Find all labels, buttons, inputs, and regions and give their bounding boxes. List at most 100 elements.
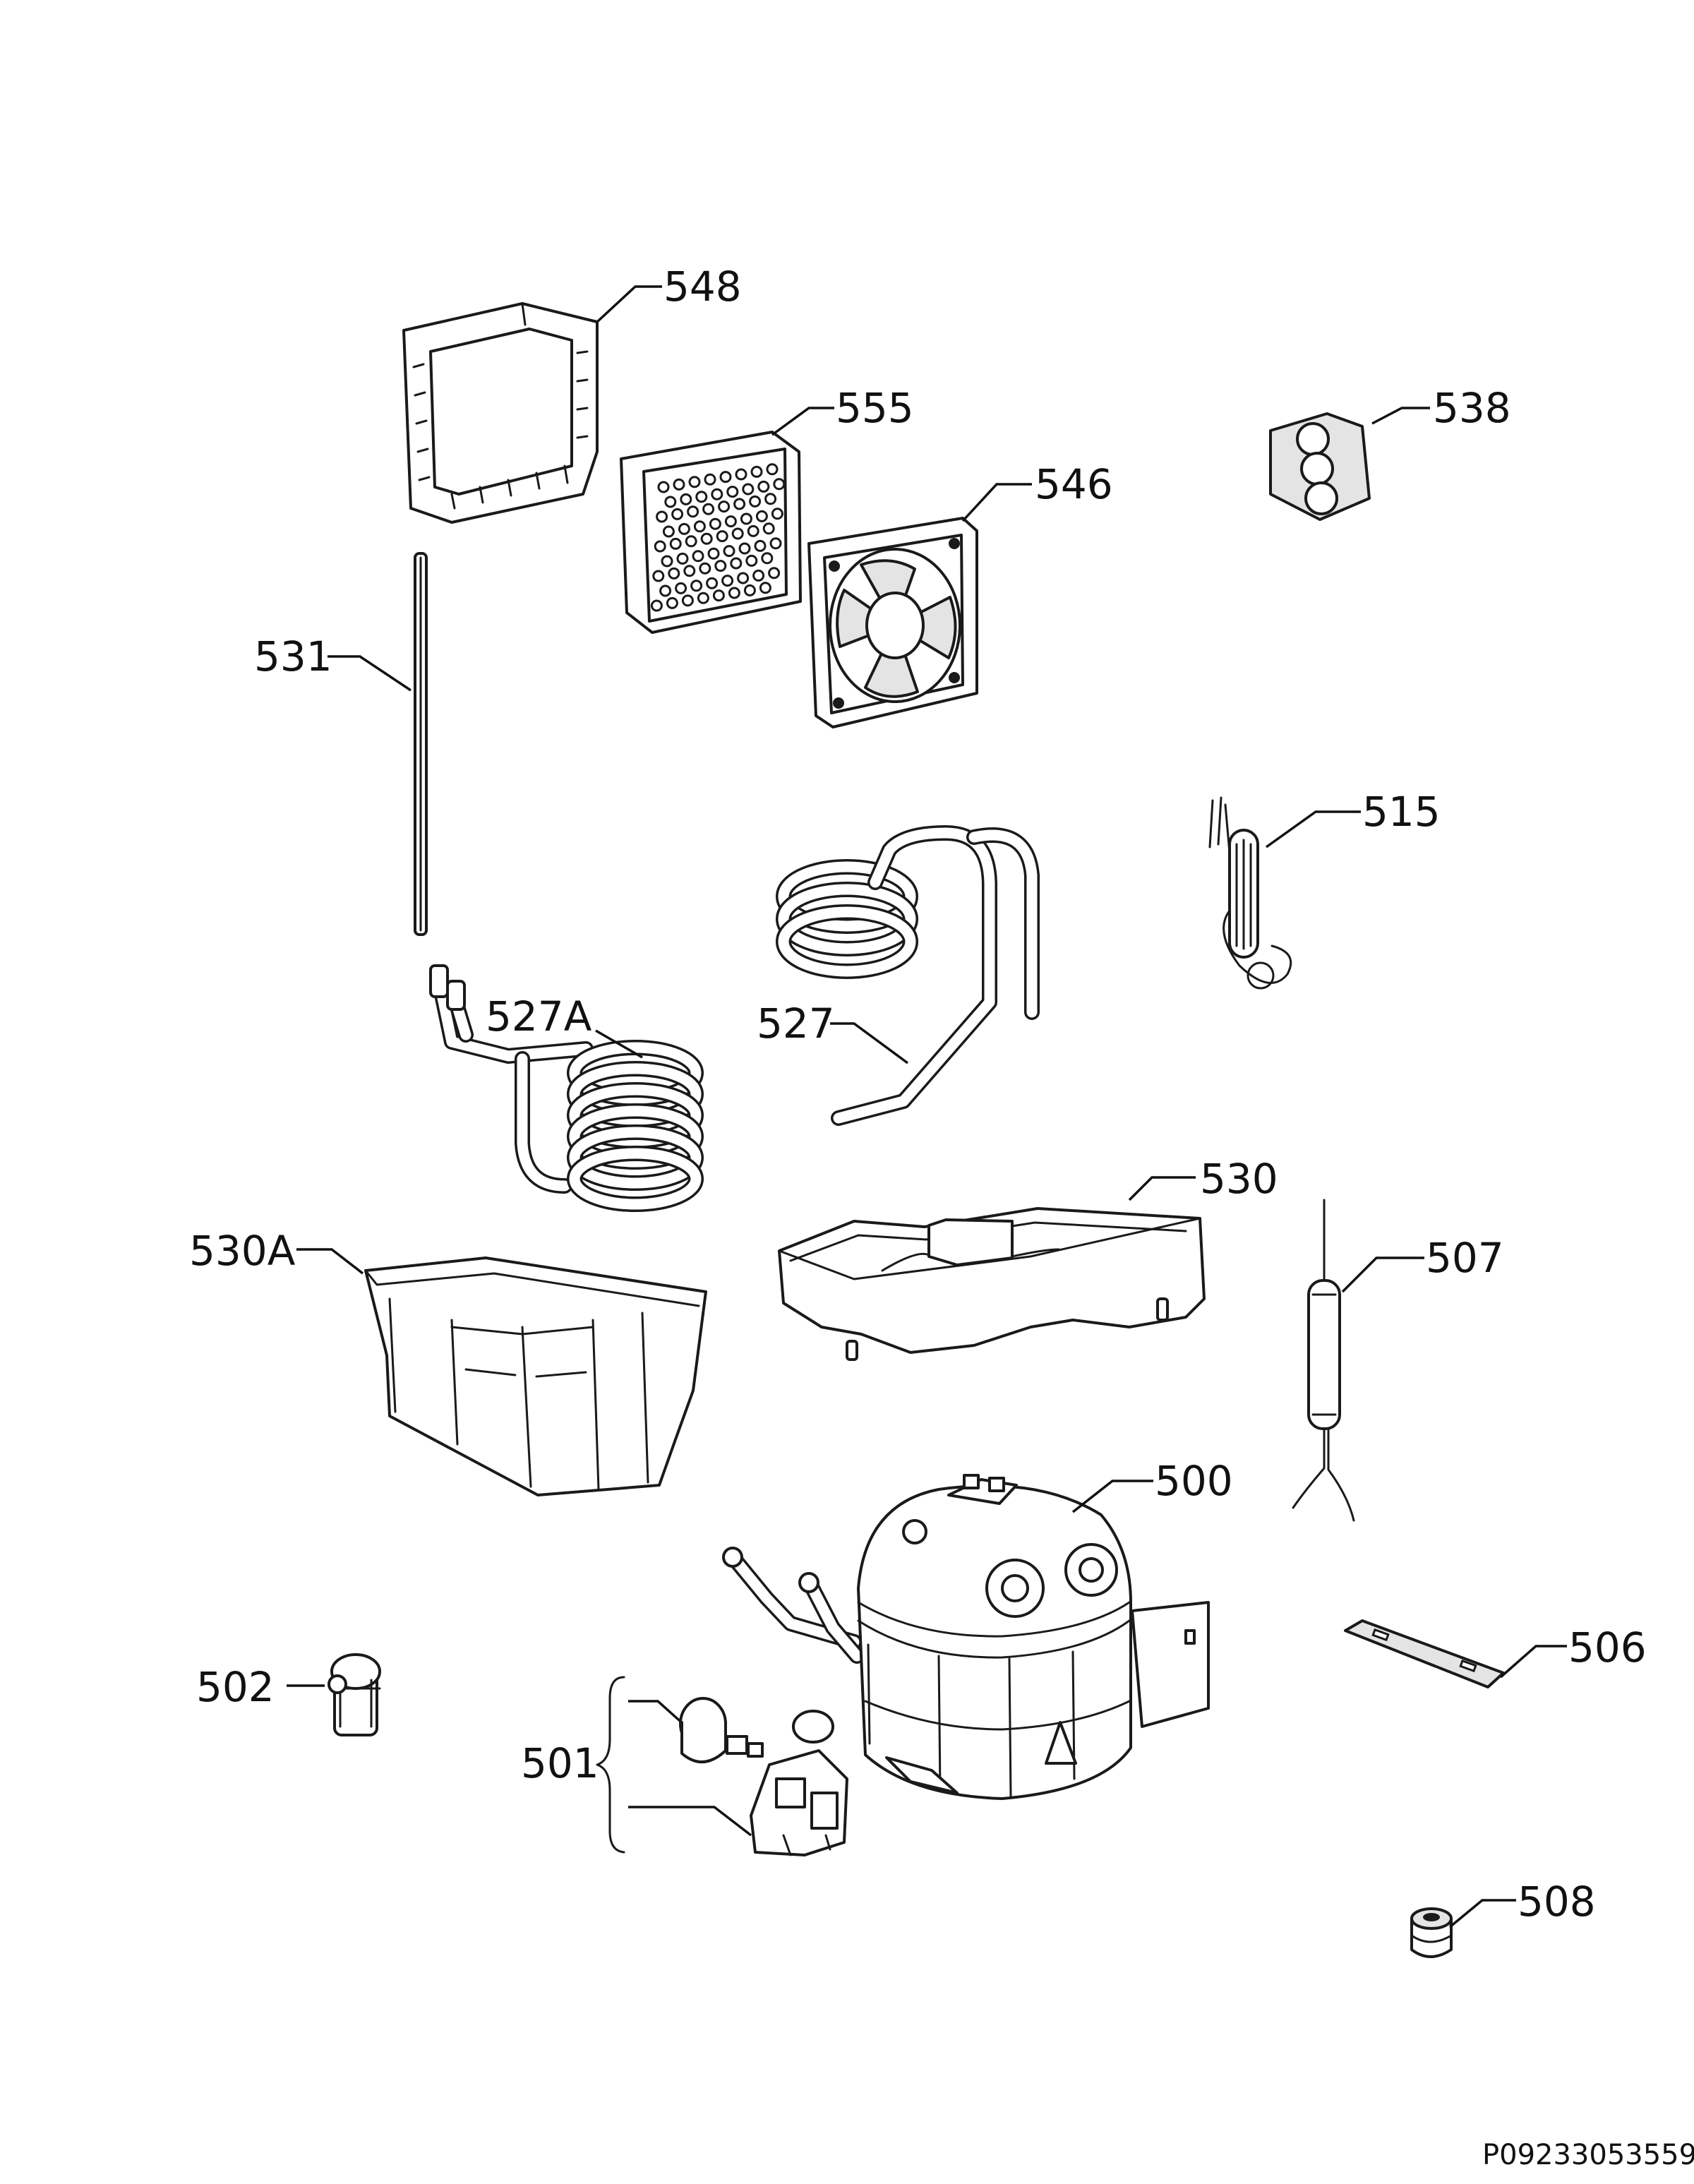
coil-turn-inner bbox=[778, 906, 916, 977]
filter-hole bbox=[650, 599, 663, 612]
filter-hole bbox=[733, 498, 746, 510]
part-502-capacitor[interactable] bbox=[328, 1653, 381, 1736]
filter-hole bbox=[657, 481, 670, 493]
filter-hole bbox=[752, 569, 765, 582]
filter-hole bbox=[673, 478, 685, 491]
callout-500: 500 bbox=[1155, 1457, 1233, 1505]
coil-turn-inner bbox=[778, 861, 916, 932]
filter-hole bbox=[699, 562, 711, 575]
filter-hole bbox=[711, 488, 723, 500]
part-530-drip-tray[interactable] bbox=[778, 1207, 1206, 1361]
callout-501: 501 bbox=[521, 1739, 599, 1787]
leader-538 bbox=[1371, 407, 1430, 425]
filter-hole bbox=[731, 527, 744, 540]
leader-530A bbox=[296, 1248, 364, 1275]
filter-hole bbox=[745, 554, 758, 567]
filter-hole bbox=[680, 493, 692, 505]
callout-527A: 527A bbox=[486, 992, 592, 1040]
filter-hole bbox=[743, 584, 756, 596]
filter-hole bbox=[769, 537, 782, 550]
filter-hole bbox=[750, 465, 763, 478]
part-527A-coil[interactable] bbox=[429, 964, 704, 1212]
filter-hole bbox=[652, 570, 665, 582]
leader-530 bbox=[1128, 1176, 1196, 1201]
filter-hole bbox=[759, 582, 771, 594]
filter-hole bbox=[702, 503, 715, 515]
callout-546: 546 bbox=[1035, 460, 1113, 508]
filter-hole bbox=[676, 552, 689, 565]
part-530A-tray[interactable] bbox=[364, 1256, 707, 1496]
filter-hole bbox=[719, 471, 732, 484]
filter-hole bbox=[704, 473, 716, 486]
filter-hole bbox=[761, 552, 774, 565]
callout-548: 548 bbox=[663, 263, 742, 311]
document-number: P09233053559 bbox=[1482, 2139, 1694, 2171]
part-531-tube[interactable] bbox=[414, 552, 428, 936]
filter-hole bbox=[735, 468, 747, 481]
part-507-drier[interactable] bbox=[1292, 1199, 1355, 1522]
coil-turn-inner bbox=[569, 1042, 702, 1104]
part-506-bracket[interactable] bbox=[1344, 1619, 1505, 1688]
callout-527: 527 bbox=[757, 1000, 835, 1048]
filter-hole bbox=[712, 589, 725, 602]
callout-531: 531 bbox=[254, 632, 332, 680]
leader-546 bbox=[961, 483, 1032, 522]
leader-527 bbox=[830, 1022, 909, 1064]
part-527-coil[interactable] bbox=[776, 825, 1040, 1126]
filter-hole bbox=[771, 508, 783, 520]
filter-hole bbox=[664, 496, 677, 508]
part-555-filter[interactable] bbox=[620, 431, 802, 634]
filter-hole bbox=[766, 463, 779, 476]
filter-hole bbox=[714, 560, 727, 572]
filter-hole bbox=[707, 547, 720, 560]
filter-hole bbox=[755, 510, 768, 522]
part-501-relay-set[interactable] bbox=[596, 1676, 848, 1856]
filter-hole bbox=[659, 584, 672, 597]
filter-hole bbox=[716, 530, 728, 543]
callout-515: 515 bbox=[1362, 788, 1441, 836]
part-538-block[interactable] bbox=[1269, 412, 1371, 521]
coil-turn-inner bbox=[569, 1127, 702, 1189]
callout-502: 502 bbox=[196, 1663, 275, 1711]
filter-hole bbox=[678, 522, 690, 535]
filter-hole bbox=[740, 512, 752, 525]
leader-515 bbox=[1265, 810, 1361, 848]
part-508-grommet[interactable] bbox=[1410, 1907, 1453, 1958]
filter-hole bbox=[768, 567, 781, 580]
filter-holes bbox=[650, 463, 786, 612]
filter-hole bbox=[773, 478, 786, 491]
coil-527-turns bbox=[776, 859, 918, 979]
filter-hole bbox=[661, 555, 673, 568]
filter-hole bbox=[697, 592, 709, 604]
part-548-frame[interactable] bbox=[402, 302, 599, 524]
filter-hole bbox=[669, 537, 682, 550]
filter-hole bbox=[754, 539, 767, 552]
coil-turn-inner bbox=[569, 1063, 702, 1125]
filter-hole bbox=[757, 480, 770, 493]
filter-hole bbox=[685, 535, 697, 548]
callout-508: 508 bbox=[1518, 1878, 1596, 1926]
coil-turn-inner bbox=[778, 884, 916, 954]
filter-hole bbox=[762, 522, 775, 535]
coil-turn-inner bbox=[569, 1148, 702, 1210]
filter-hole bbox=[738, 542, 751, 555]
filter-hole bbox=[683, 565, 696, 577]
filter-hole bbox=[700, 532, 713, 545]
leader-508 bbox=[1448, 1899, 1516, 1928]
leader-506 bbox=[1499, 1645, 1567, 1679]
filter-hole bbox=[695, 491, 708, 503]
part-546-fan[interactable] bbox=[807, 517, 978, 728]
filter-hole bbox=[681, 594, 694, 607]
leader-548 bbox=[596, 285, 662, 323]
filter-hole bbox=[742, 483, 755, 496]
filter-hole bbox=[706, 577, 719, 589]
filter-hole bbox=[749, 495, 762, 508]
part-500-compressor[interactable] bbox=[722, 1474, 1210, 1800]
filter-hole bbox=[690, 580, 703, 592]
filter-hole bbox=[718, 500, 731, 513]
filter-hole bbox=[737, 572, 750, 584]
part-515-heater[interactable] bbox=[1208, 796, 1292, 990]
leader-555 bbox=[771, 407, 834, 436]
filter-hole bbox=[764, 493, 777, 505]
